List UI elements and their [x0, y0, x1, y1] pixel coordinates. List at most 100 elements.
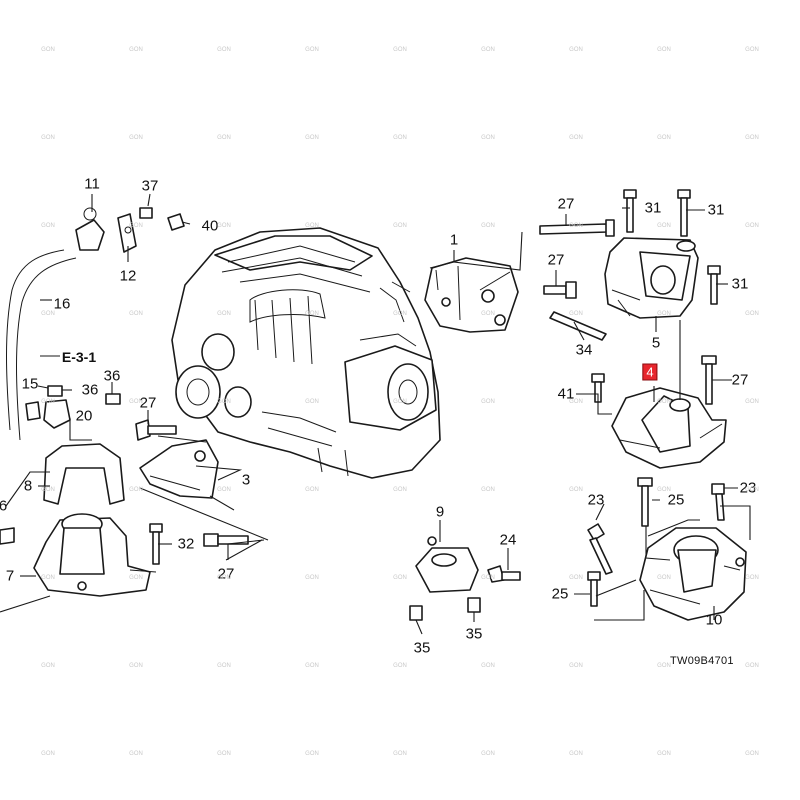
watermark-text: GON: [745, 663, 759, 669]
watermark-text: GON: [305, 663, 319, 669]
callout-23-left[interactable]: 23: [587, 491, 605, 509]
watermark-text: GON: [217, 663, 231, 669]
watermark-text: GON: [569, 487, 583, 493]
watermark-text: GON: [41, 223, 55, 229]
callout-35-left[interactable]: 35: [413, 639, 431, 657]
watermark-text: GON: [305, 135, 319, 141]
watermark-text: GON: [305, 751, 319, 757]
watermark-text: GON: [41, 135, 55, 141]
watermark-text: GON: [569, 663, 583, 669]
callout-27-left[interactable]: 27: [139, 394, 157, 412]
callout-6[interactable]: 6: [0, 497, 8, 515]
watermark-text: GON: [41, 47, 55, 53]
watermark-text: GON: [393, 399, 407, 405]
watermark-text: GON: [745, 487, 759, 493]
callout-23-right[interactable]: 23: [739, 479, 757, 497]
callout-15[interactable]: 15: [21, 375, 39, 393]
callout-31-right[interactable]: 31: [707, 201, 725, 219]
callout-10[interactable]: 10: [705, 611, 723, 629]
callout-24[interactable]: 24: [499, 531, 517, 549]
callout-28[interactable]: 27: [557, 195, 575, 213]
callout-30[interactable]: 27: [731, 371, 749, 389]
callout-34[interactable]: 34: [575, 341, 593, 359]
callout-8[interactable]: 8: [23, 477, 33, 495]
watermark-text: GON: [41, 575, 55, 581]
callout-7[interactable]: 7: [5, 567, 15, 585]
callout-20[interactable]: 20: [75, 407, 93, 425]
sensor-11: [75, 207, 105, 251]
watermark-text: GON: [657, 751, 671, 757]
watermark-text: GON: [305, 223, 319, 229]
watermark-text: GON: [569, 135, 583, 141]
callout-11[interactable]: 11: [84, 175, 100, 193]
watermark-text: GON: [481, 751, 495, 757]
watermark-text: GON: [393, 47, 407, 53]
callout-36-right[interactable]: 36: [103, 367, 121, 385]
diagram-code: TW09B4701: [670, 655, 734, 667]
watermark-text: GON: [129, 663, 143, 669]
callout-31-left[interactable]: 31: [644, 199, 662, 217]
watermark-text: GON: [129, 487, 143, 493]
upper-right-mount: [604, 237, 699, 319]
watermark-text: GON: [481, 311, 495, 317]
callout-5[interactable]: 5: [651, 334, 661, 352]
watermark-text: GON: [393, 135, 407, 141]
watermark-text: GON: [657, 575, 671, 581]
reference-label[interactable]: E-3-1: [61, 349, 97, 365]
watermark-text: GON: [217, 575, 231, 581]
watermark-text: GON: [393, 311, 407, 317]
callout-37[interactable]: 37: [141, 177, 159, 195]
watermark-text: GON: [129, 223, 143, 229]
watermark-text: GON: [393, 575, 407, 581]
callout-4-highlighted[interactable]: 4: [642, 363, 658, 381]
callout-32[interactable]: 32: [177, 535, 195, 553]
callout-36-left[interactable]: 36: [81, 381, 99, 399]
callout-3[interactable]: 3: [241, 471, 251, 489]
callout-40[interactable]: 40: [201, 217, 219, 235]
watermark-text: GON: [745, 135, 759, 141]
watermark-text: GON: [657, 311, 671, 317]
watermark-text: GON: [745, 311, 759, 317]
watermark-text: GON: [305, 311, 319, 317]
watermark-text: GON: [657, 223, 671, 229]
watermark-text: GON: [305, 575, 319, 581]
watermark-text: GON: [745, 399, 759, 405]
watermark-text: GON: [41, 751, 55, 757]
small-bracket-mount: [415, 536, 479, 593]
watermark-text: GON: [745, 223, 759, 229]
lower-right-mount: [639, 527, 747, 621]
watermark-text: GON: [129, 751, 143, 757]
callout-25-lower[interactable]: 25: [551, 585, 569, 603]
callout-41[interactable]: 41: [557, 385, 575, 403]
callout-16[interactable]: 16: [53, 295, 71, 313]
watermark-text: GON: [569, 751, 583, 757]
watermark-text: GON: [745, 751, 759, 757]
callout-27-lower[interactable]: 27: [217, 565, 235, 583]
watermark-text: GON: [129, 399, 143, 405]
watermark-text: GON: [129, 575, 143, 581]
callout-35-right[interactable]: 35: [465, 625, 483, 643]
watermark-text: GON: [217, 751, 231, 757]
callout-9[interactable]: 9: [435, 503, 445, 521]
callout-12[interactable]: 12: [119, 267, 137, 285]
callout-25-upper[interactable]: 25: [667, 491, 685, 509]
watermark-text: GON: [569, 575, 583, 581]
watermark-text: GON: [393, 487, 407, 493]
upper-front-bracket: [424, 257, 519, 333]
callout-31-lower[interactable]: 31: [731, 275, 749, 293]
hose-16: [6, 249, 77, 441]
watermark-text: GON: [481, 575, 495, 581]
watermark-text: GON: [217, 135, 231, 141]
watermark-text: GON: [657, 399, 671, 405]
watermark-text: GON: [481, 399, 495, 405]
callout-1[interactable]: 1: [449, 231, 459, 249]
callout-27-upper[interactable]: 27: [547, 251, 565, 269]
lower-center-bracket: [139, 439, 219, 499]
watermark-text: GON: [41, 663, 55, 669]
leader-lines: [0, 193, 751, 635]
watermark-text: GON: [217, 487, 231, 493]
watermark-text: GON: [745, 47, 759, 53]
watermark-text: GON: [657, 487, 671, 493]
